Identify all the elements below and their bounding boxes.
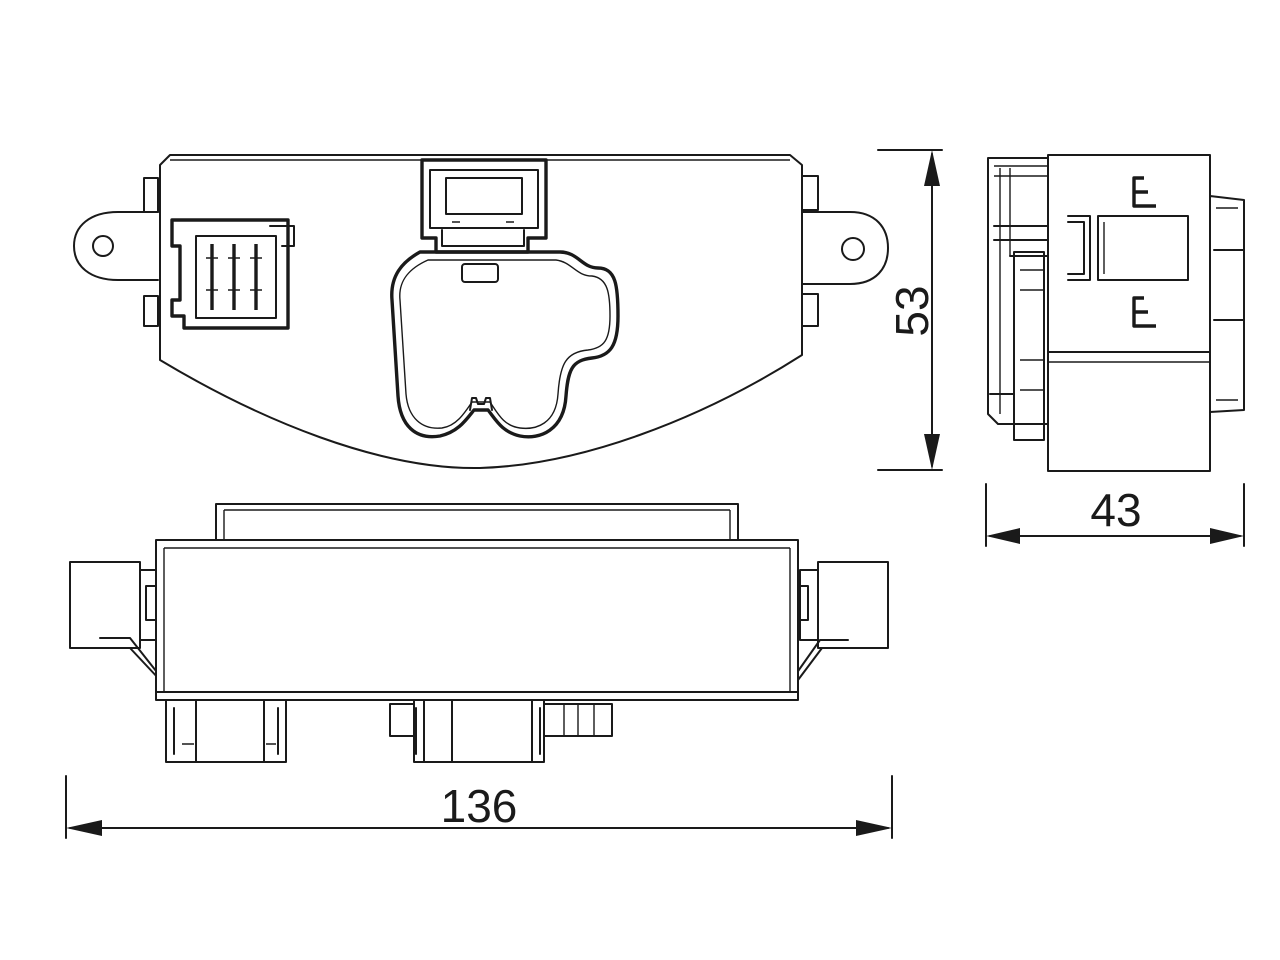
right-mounting-ear <box>801 211 889 285</box>
left-clip-top <box>143 177 159 213</box>
height-dimension-label: 53 <box>886 285 938 336</box>
width-arrow-left <box>66 820 102 836</box>
dimension-width: 136 <box>65 775 893 839</box>
side-front-tab <box>1209 195 1245 413</box>
depth-arrow-left <box>986 528 1020 544</box>
width-dimension-label: 136 <box>441 780 518 832</box>
front-view <box>73 154 889 470</box>
left-mounting-hole <box>92 235 114 257</box>
side-clip-stack <box>1013 251 1045 441</box>
bottom-left-connector <box>69 561 161 681</box>
side-window-insert <box>1067 215 1189 281</box>
height-arrow-top <box>924 150 940 186</box>
side-clip-upper <box>1132 176 1156 208</box>
dimension-height: 53 <box>877 149 943 471</box>
bottom-view <box>69 503 889 763</box>
width-arrow-right <box>856 820 892 836</box>
front-housing <box>159 154 803 470</box>
dimension-depth: 43 <box>985 483 1245 547</box>
bottom-main-body <box>155 539 799 701</box>
left-clip-bottom <box>143 295 159 327</box>
right-clip-top <box>801 175 819 211</box>
right-mounting-hole <box>841 237 865 261</box>
bottom-connector-left <box>165 699 287 763</box>
heat-sink-pad <box>390 250 620 439</box>
depth-dimension-label: 43 <box>1090 484 1141 536</box>
bottom-right-connector <box>795 561 889 681</box>
side-main-body <box>1047 154 1211 472</box>
side-back-block <box>987 157 1049 425</box>
right-clip-bottom <box>801 293 819 327</box>
side-view <box>987 154 1245 472</box>
depth-arrow-right <box>1210 528 1244 544</box>
bottom-connector-right <box>389 699 613 763</box>
left-mounting-ear <box>73 211 159 281</box>
height-arrow-bottom <box>924 434 940 470</box>
left-connector <box>170 218 295 330</box>
side-clip-lower <box>1132 296 1156 328</box>
